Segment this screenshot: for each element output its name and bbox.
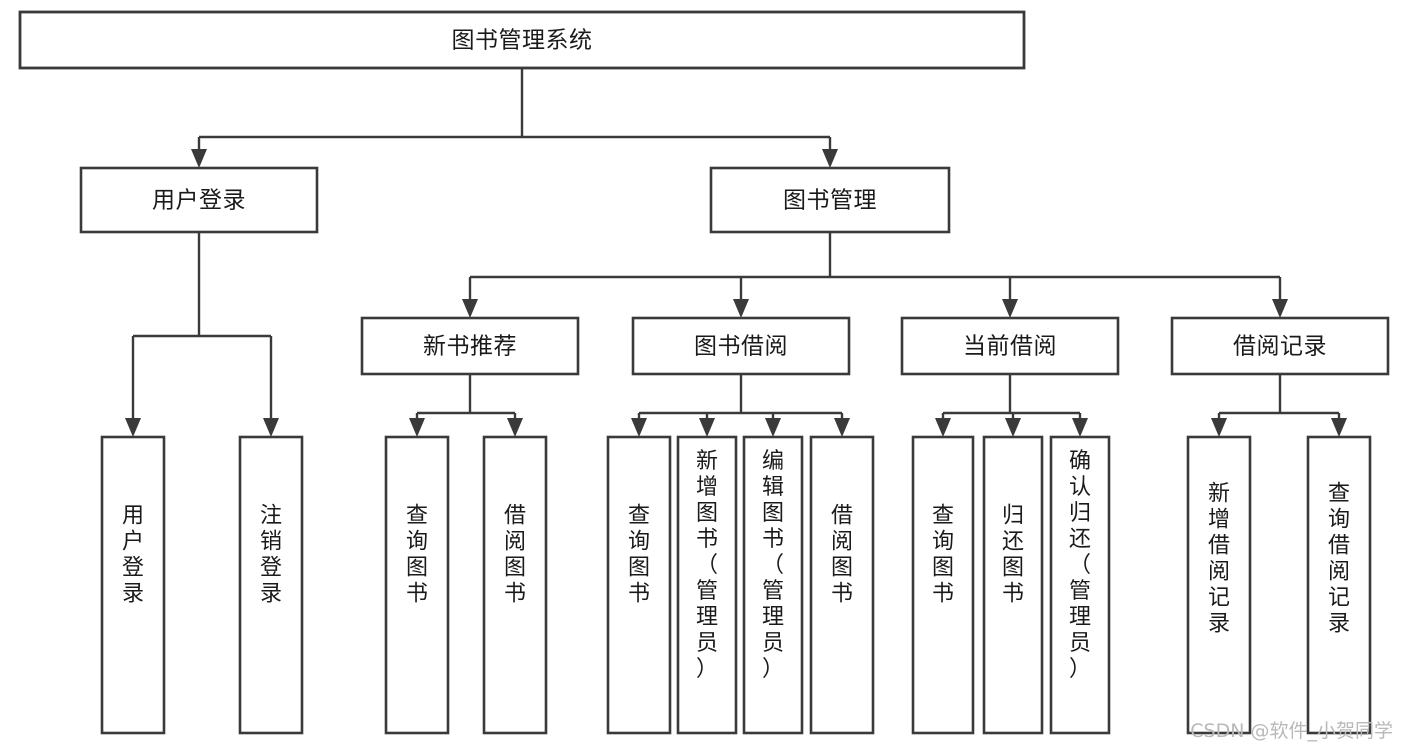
node-leaf-8-rect bbox=[809, 435, 875, 735]
node-leaf-11-rect bbox=[1049, 435, 1111, 735]
arrow-head-icon bbox=[191, 149, 207, 168]
arrow-head-icon bbox=[1272, 299, 1288, 318]
node-leaf-13-rect bbox=[1306, 435, 1372, 735]
arrow-head-icon bbox=[263, 418, 279, 437]
node-leaf-9[interactable]: 查询图书 bbox=[911, 435, 975, 735]
node-leaf-6-rect bbox=[676, 435, 738, 735]
connector-lines bbox=[125, 68, 1347, 437]
node-leaf-4[interactable]: 借阅图书 bbox=[482, 435, 548, 735]
node-leaf-1[interactable]: 用户登录 bbox=[100, 435, 166, 735]
node-level2-1[interactable]: 用户登录 bbox=[79, 166, 319, 234]
arrow-head-icon bbox=[125, 418, 141, 437]
node-level2-2-rect bbox=[709, 166, 951, 234]
node-root-system[interactable]: 图书管理系统 bbox=[18, 10, 1026, 70]
node-leaf-1-label: 用户登录 bbox=[122, 503, 144, 606]
node-root-system-rect bbox=[18, 10, 1026, 70]
node-leaf-7-label: 编辑图书（管理员） bbox=[762, 449, 784, 682]
node-leaf-1-rect bbox=[100, 435, 166, 735]
node-leaf-12-label: 新增借阅记录 bbox=[1208, 482, 1230, 637]
arrow-head-icon bbox=[1002, 299, 1018, 318]
node-level3-4[interactable]: 借阅记录 bbox=[1170, 316, 1390, 376]
node-level3-2[interactable]: 图书借阅 bbox=[631, 316, 851, 376]
arrow-head-icon bbox=[834, 418, 850, 437]
arrow-head-icon bbox=[822, 149, 838, 168]
node-level3-2-rect bbox=[631, 316, 851, 376]
node-leaf-4-label: 借阅图书 bbox=[504, 503, 526, 606]
node-leaf-3[interactable]: 查询图书 bbox=[384, 435, 450, 735]
node-leaf-2-label: 注销登录 bbox=[260, 503, 282, 606]
node-leaf-13-label: 查询借阅记录 bbox=[1328, 482, 1350, 637]
arrow-head-icon bbox=[1072, 418, 1088, 437]
arrow-head-icon bbox=[409, 418, 425, 437]
arrow-head-icon bbox=[631, 418, 647, 437]
node-leaf-12[interactable]: 新增借阅记录 bbox=[1186, 435, 1252, 735]
node-leaf-5-rect bbox=[606, 435, 672, 735]
arrow-head-icon bbox=[507, 418, 523, 437]
node-leaf-8[interactable]: 借阅图书 bbox=[809, 435, 875, 735]
node-leaf-3-label: 查询图书 bbox=[406, 503, 428, 606]
node-level3-3-rect bbox=[900, 316, 1120, 376]
node-level3-1-rect bbox=[360, 316, 580, 376]
node-leaf-3-rect bbox=[384, 435, 450, 735]
node-level2-1-label: 用户登录 bbox=[152, 188, 246, 214]
node-leaf-6-label: 新增图书（管理员） bbox=[696, 449, 718, 682]
arrow-head-icon bbox=[935, 418, 951, 437]
node-root-system-label: 图书管理系统 bbox=[452, 28, 593, 54]
node-leaf-5-label: 查询图书 bbox=[628, 503, 650, 606]
node-level3-3-label: 当前借阅 bbox=[963, 334, 1057, 360]
node-leaf-2-rect bbox=[238, 435, 304, 735]
node-level3-4-rect bbox=[1170, 316, 1390, 376]
arrow-head-icon bbox=[765, 418, 781, 437]
csdn-watermark: CSDN @软件_小贺同学 bbox=[1190, 720, 1393, 742]
node-leaf-9-label: 查询图书 bbox=[932, 503, 954, 606]
arrow-head-icon bbox=[462, 299, 478, 318]
node-level3-2-label: 图书借阅 bbox=[694, 334, 788, 360]
node-level3-1-label: 新书推荐 bbox=[423, 334, 517, 360]
node-level3-4-label: 借阅记录 bbox=[1233, 334, 1327, 360]
node-leaf-11[interactable]: 确认归还（管理员） bbox=[1049, 435, 1111, 735]
arrow-head-icon bbox=[733, 299, 749, 318]
node-leaf-9-rect bbox=[911, 435, 975, 735]
node-leaf-12-rect bbox=[1186, 435, 1252, 735]
node-level3-1[interactable]: 新书推荐 bbox=[360, 316, 580, 376]
node-leaf-10-rect bbox=[982, 435, 1044, 735]
node-leaf-7[interactable]: 编辑图书（管理员） bbox=[742, 435, 804, 735]
node-boxes: 图书管理系统用户登录图书管理新书推荐图书借阅当前借阅借阅记录用户登录注销登录查询… bbox=[18, 10, 1390, 735]
arrow-head-icon bbox=[1331, 418, 1347, 437]
node-level3-3[interactable]: 当前借阅 bbox=[900, 316, 1120, 376]
arrow-head-icon bbox=[699, 418, 715, 437]
arrow-head-icon bbox=[1211, 418, 1227, 437]
node-leaf-11-label: 确认归还（管理员） bbox=[1069, 449, 1091, 682]
node-leaf-8-label: 借阅图书 bbox=[831, 503, 853, 606]
node-leaf-10[interactable]: 归还图书 bbox=[982, 435, 1044, 735]
node-leaf-2[interactable]: 注销登录 bbox=[238, 435, 304, 735]
node-leaf-4-rect bbox=[482, 435, 548, 735]
node-level2-2-label: 图书管理 bbox=[783, 188, 877, 214]
node-level2-1-rect bbox=[79, 166, 319, 234]
node-leaf-6[interactable]: 新增图书（管理员） bbox=[676, 435, 738, 735]
node-leaf-10-label: 归还图书 bbox=[1002, 503, 1024, 606]
arrow-head-icon bbox=[1005, 418, 1021, 437]
node-leaf-7-rect bbox=[742, 435, 804, 735]
node-leaf-13[interactable]: 查询借阅记录 bbox=[1306, 435, 1372, 735]
node-leaf-5[interactable]: 查询图书 bbox=[606, 435, 672, 735]
node-level2-2[interactable]: 图书管理 bbox=[709, 166, 951, 234]
